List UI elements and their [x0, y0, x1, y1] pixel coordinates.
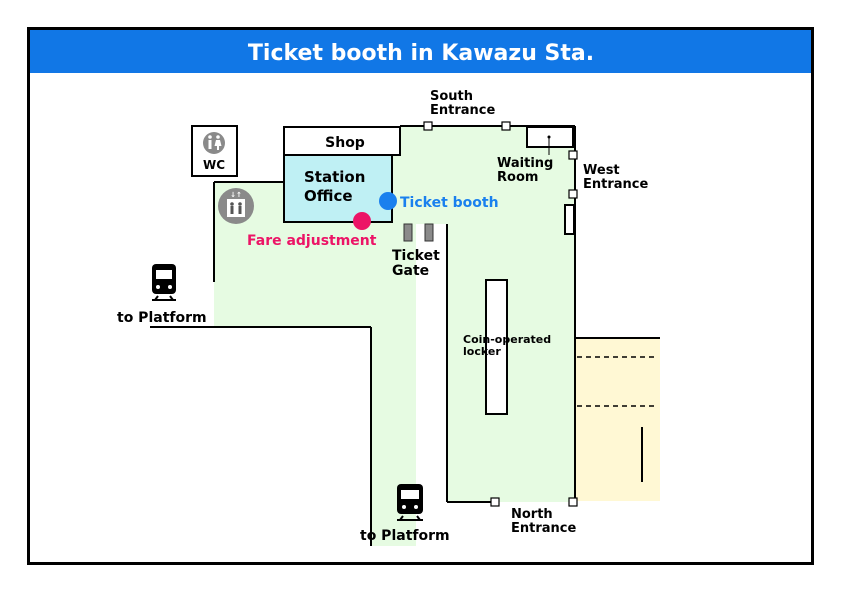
waiting-room-label-line1: Waiting [497, 156, 553, 171]
shop [283, 126, 401, 156]
fare-adjustment-marker[interactable] [353, 212, 371, 230]
platform-left-label: to Platform [117, 310, 207, 326]
waiting-room-label-line2: Room [497, 170, 538, 185]
locker-label-line1: Coin-operated [463, 333, 551, 346]
shop-label: Shop [325, 135, 365, 151]
wc-label: WC [203, 158, 225, 172]
west-entrance-label-line1: West [583, 163, 620, 178]
outside-area [575, 338, 660, 501]
west-panel [564, 204, 575, 235]
ticket-booth-marker[interactable] [379, 192, 397, 210]
train-icon [397, 484, 423, 521]
coin-locker [485, 279, 508, 415]
north-entrance-label-line1: North [511, 507, 553, 522]
station-office-label-line1: Station [304, 168, 365, 186]
wc-icon[interactable]: WC [191, 125, 238, 177]
train-icon [152, 264, 176, 301]
elevator-icon[interactable]: ↓↑ [218, 188, 254, 224]
page-title: Ticket booth in Kawazu Sta. [248, 41, 594, 66]
station-office-label-line2: Office [304, 187, 353, 205]
ticket-gate-1 [403, 223, 413, 242]
west-entrance-label-line2: Entrance [583, 177, 648, 192]
concourse-floor [214, 126, 575, 546]
station-office [283, 154, 393, 223]
locker-label-line2: locker [463, 345, 501, 358]
south-entrance-label-line1: South [430, 89, 473, 104]
fare-adjustment-label: Fare adjustment [247, 233, 377, 249]
platform-bottom-label: to Platform [360, 528, 450, 544]
map-frame [27, 27, 814, 565]
entrance-markers [423, 121, 578, 507]
ticket-gate-label-line1: Ticket [392, 248, 440, 264]
north-entrance-label-line2: Entrance [511, 521, 576, 536]
ticket-gate-label-line2: Gate [392, 263, 429, 279]
title-bar [30, 30, 811, 73]
svg-text:↓↑: ↓↑ [230, 191, 242, 199]
ticket-gate-2 [424, 223, 434, 242]
south-entrance-label-line2: Entrance [430, 103, 495, 118]
ticket-booth-label: Ticket booth [400, 195, 499, 211]
